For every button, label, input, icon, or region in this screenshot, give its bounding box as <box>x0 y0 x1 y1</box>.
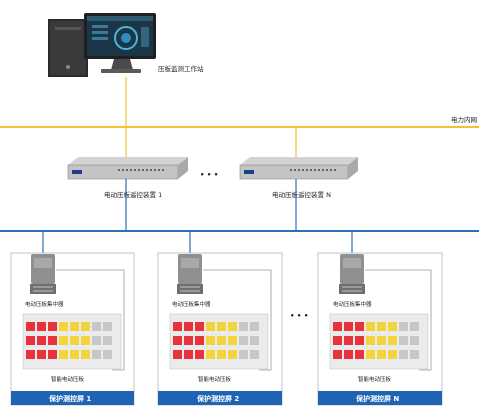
concentrator-wire <box>365 269 432 371</box>
concentrator-icon <box>339 254 365 294</box>
plate-label: 智能电动压板 <box>358 375 392 383</box>
screen-caption: 保护测控屏 2 <box>196 394 239 403</box>
device-n-label: 电动压板遥控装置 N <box>272 190 331 199</box>
protection-screen-n: 电动压板集中器 智能电动压板 保护测控屏 N <box>317 252 443 406</box>
monitor-icon <box>84 13 156 73</box>
screen-caption: 保护测控屏 N <box>355 394 399 403</box>
plate-grid <box>333 322 419 359</box>
device-1-label: 电动压板遥控装置 1 <box>104 190 162 199</box>
workstation: 压板监测工作站 <box>48 13 204 77</box>
screen-ellipsis: • • • <box>290 312 308 320</box>
concentrator-icon <box>30 254 56 294</box>
concentrator-label: 电动压板集中器 <box>172 300 211 308</box>
remote-control-device-n <box>239 157 358 180</box>
network-label: 电力内网 <box>451 115 477 124</box>
screen-caption-bar <box>158 391 282 405</box>
device-ellipsis: • • • <box>200 171 218 179</box>
concentrator-icon <box>177 254 203 294</box>
screen-caption-bar <box>11 391 134 405</box>
remote-control-device-1 <box>67 157 188 180</box>
screen-caption-bar <box>318 391 442 405</box>
concentrator-wire <box>203 269 272 371</box>
plate-label: 智能电动压板 <box>51 375 85 383</box>
plate-label: 智能电动压板 <box>198 375 232 383</box>
protection-screen-2: 电动压板集中器 智能电动压板 保护测控屏 2 <box>157 252 283 406</box>
plate-grid <box>173 322 259 359</box>
workstation-label: 压板监测工作站 <box>158 64 204 73</box>
concentrator-label: 电动压板集中器 <box>333 300 372 308</box>
pc-tower-icon <box>48 19 88 77</box>
concentrator-wire <box>56 269 125 371</box>
protection-screen-1: 电动压板集中器 智能电动压板 保护测控屏 1 <box>10 252 135 406</box>
plate-grid <box>26 322 112 359</box>
screen-caption: 保护测控屏 1 <box>48 394 91 403</box>
concentrator-label: 电动压板集中器 <box>25 300 64 308</box>
